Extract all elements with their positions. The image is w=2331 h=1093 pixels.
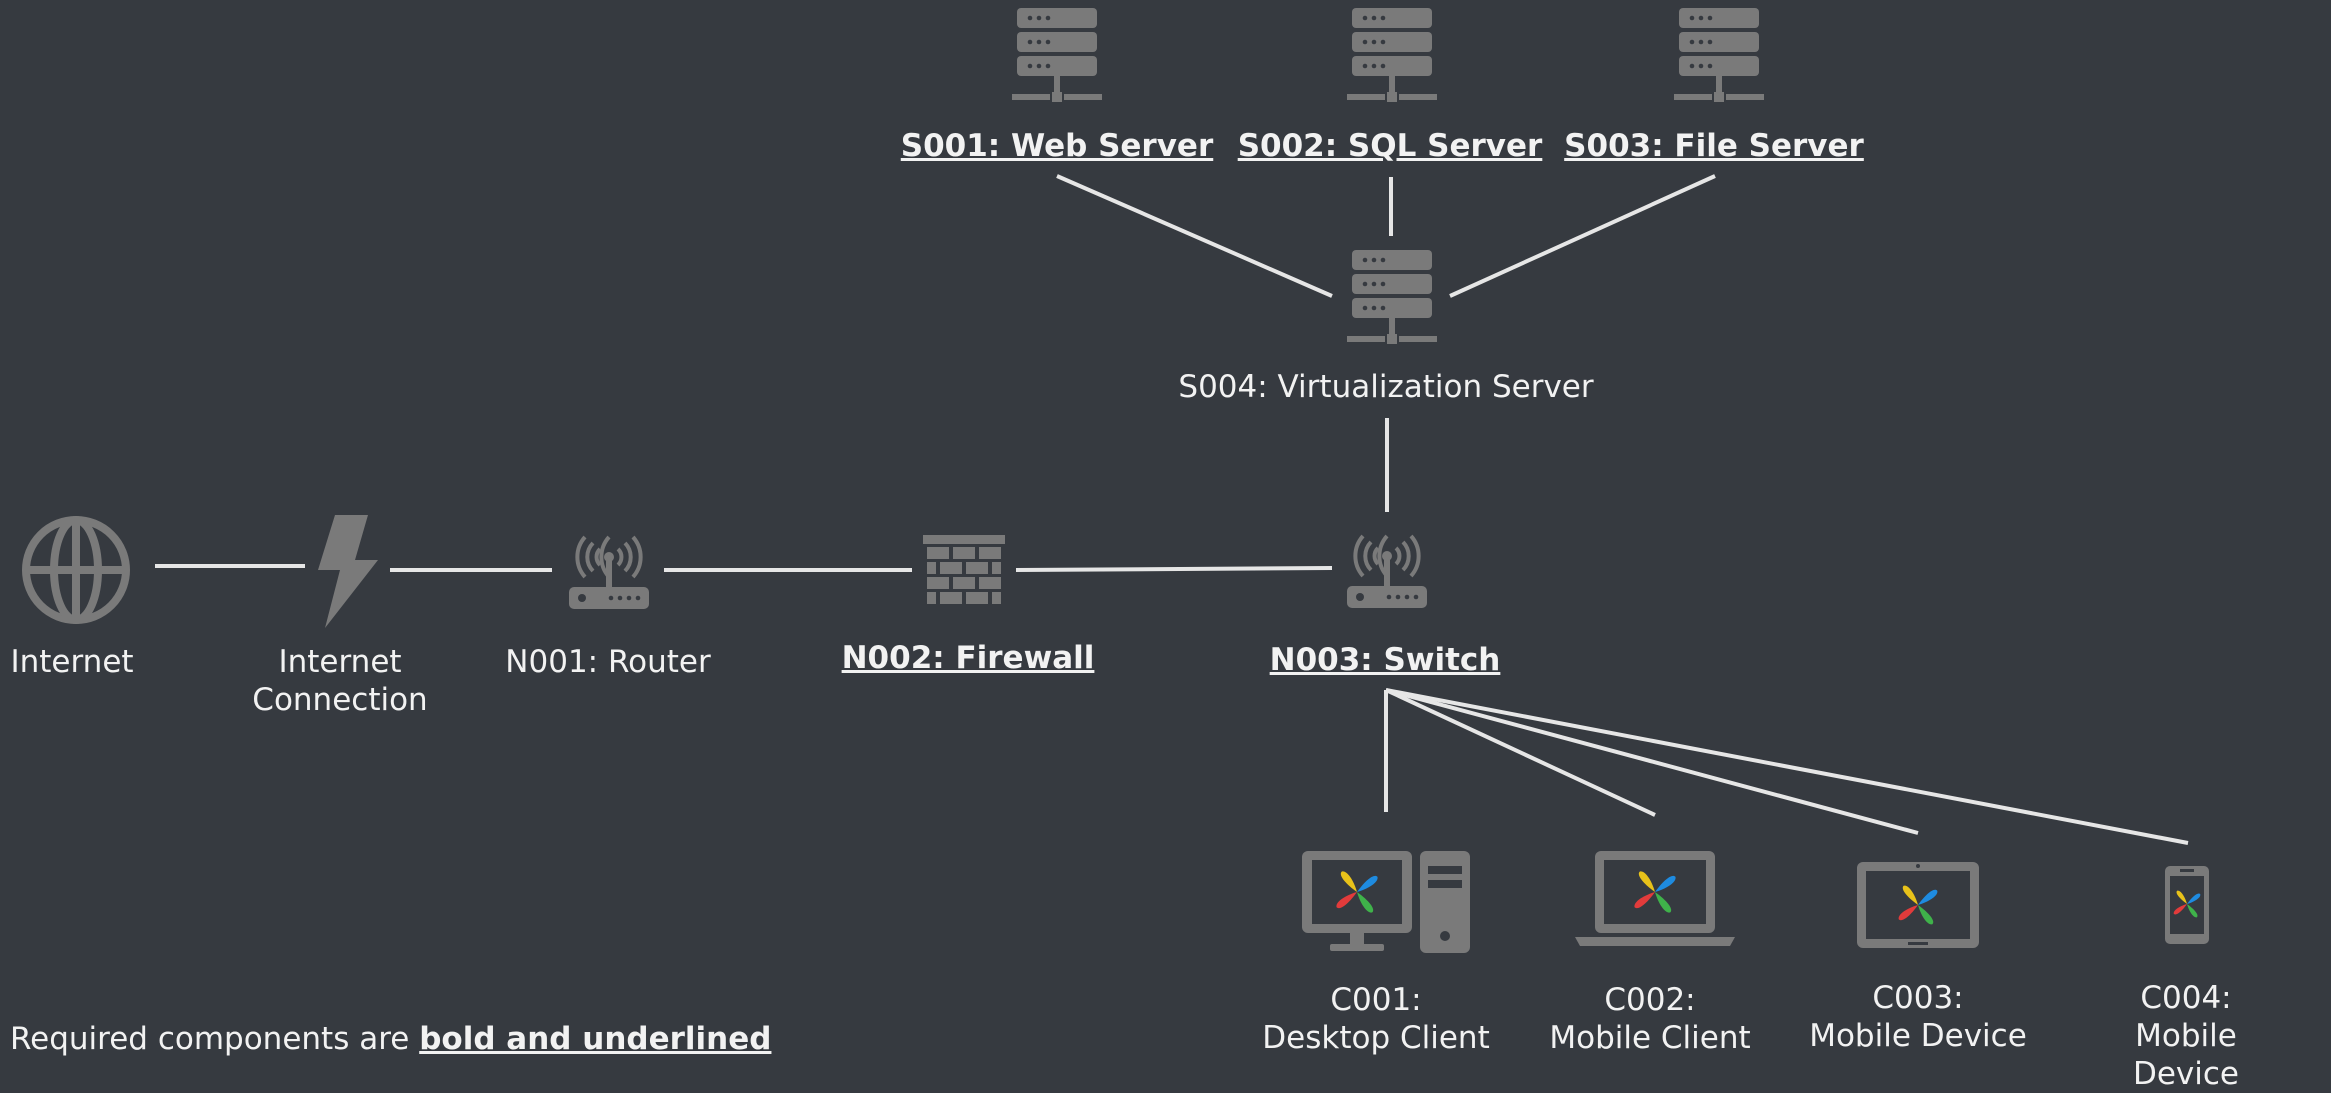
- label-c003-id: C003:: [1872, 980, 1964, 1016]
- router-icon: [567, 535, 651, 611]
- server-icon-s001: [1012, 8, 1102, 102]
- label-web-server: S001: Web Server: [900, 128, 1214, 164]
- label-c001-id: C001:: [1330, 982, 1422, 1018]
- label-desktop-client: C001: Desktop Client: [1262, 981, 1489, 1057]
- connection-lines: [155, 174, 2189, 845]
- label-internet-connection-line2: Connection: [252, 682, 428, 718]
- server-icon-s002: [1347, 8, 1437, 102]
- label-mobile-device-c004: C004: Mobile Device: [2114, 979, 2259, 1093]
- label-c002-id: C002:: [1604, 982, 1696, 1018]
- lightning-icon: [318, 515, 378, 628]
- tablet-icon: [1857, 862, 1979, 948]
- label-c001-name: Desktop Client: [1262, 1020, 1490, 1056]
- desktop-icon: [1302, 851, 1470, 953]
- network-diagram: [22, 8, 2209, 953]
- label-virtualization-server: S004: Virtualization Server: [1178, 369, 1594, 405]
- label-c002-name: Mobile Client: [1549, 1020, 1751, 1056]
- label-mobile-device-c003: C003: Mobile Device: [1809, 979, 2027, 1055]
- legend-note: Required components are bold and underli…: [10, 1020, 771, 1058]
- label-c003-name: Mobile Device: [1809, 1018, 2027, 1054]
- link-switch-laptop: [1385, 688, 1656, 817]
- firewall-icon: [923, 535, 1005, 604]
- label-internet-connection: Internet Connection: [252, 643, 427, 719]
- link-virtualization-web: [1056, 174, 1333, 298]
- laptop-icon: [1575, 851, 1735, 946]
- phone-icon: [2165, 866, 2209, 944]
- label-firewall: N002: Firewall: [841, 640, 1095, 676]
- switch-icon: [1345, 534, 1429, 610]
- link-switch-tablet: [1385, 688, 1919, 835]
- label-c004-name: Mobile Device: [2132, 1018, 2240, 1092]
- server-icon-s004: [1347, 250, 1437, 344]
- link-switch-phone: [1385, 688, 2189, 845]
- label-internet: Internet: [10, 644, 134, 680]
- label-file-server: S003: File Server: [1564, 128, 1864, 164]
- label-router: N001: Router: [505, 644, 711, 680]
- label-mobile-client: C002: Mobile Client: [1549, 981, 1750, 1057]
- label-c004-id: C004:: [2140, 980, 2232, 1016]
- legend-emphasis: bold and underlined: [419, 1021, 772, 1057]
- globe-icon: [22, 516, 130, 624]
- label-switch: N003: Switch: [1269, 642, 1501, 678]
- server-icon-s003: [1674, 8, 1764, 102]
- label-sql-server: S002: SQL Server: [1237, 128, 1543, 164]
- link-firewall-switch: [1015, 566, 1333, 572]
- label-internet-connection-line1: Internet: [278, 644, 402, 680]
- legend-prefix: Required components are: [10, 1021, 420, 1057]
- link-virtualization-file: [1449, 174, 1716, 298]
